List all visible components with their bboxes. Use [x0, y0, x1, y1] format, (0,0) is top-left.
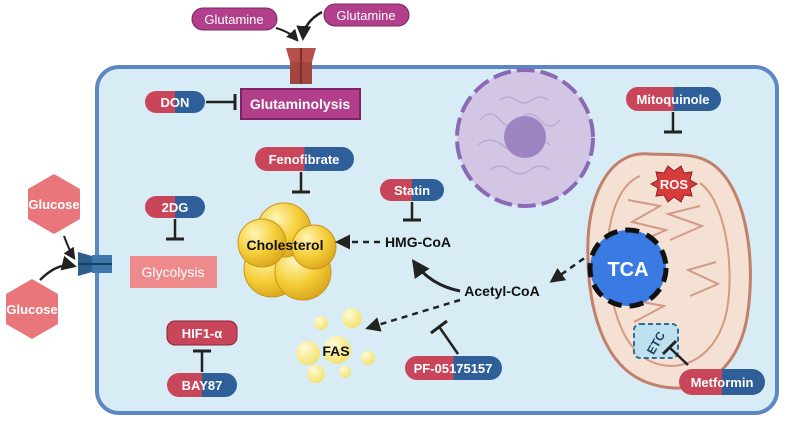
statin-pill: Statin — [380, 179, 444, 201]
hmg-coa-label: HMG-CoA — [385, 234, 451, 250]
fas-label: FAS — [322, 343, 349, 359]
acetyl-to-hmg-arrow — [411, 259, 461, 293]
hif1a-box: HIF1-α — [166, 320, 238, 346]
glucose-hexagon-2: Glucose — [6, 279, 58, 339]
glycolysis-label: Glycolysis — [141, 264, 204, 280]
etc-complex: ETC — [633, 323, 679, 359]
statin-label: Statin — [394, 183, 430, 198]
fas-droplets: FAS — [296, 308, 375, 383]
mitoquinole-pill: Mitoquinole — [626, 87, 721, 111]
ros-burst: ROS — [649, 165, 699, 203]
metformin-label: Metformin — [691, 375, 754, 390]
pf-pill: PF-05175157 — [405, 356, 502, 380]
pf-inhibition — [430, 319, 460, 355]
hif1a-label: HIF1-α — [182, 326, 223, 341]
fenofibrate-label: Fenofibrate — [269, 152, 340, 167]
don-inhibition — [206, 94, 237, 110]
twodg-pill: 2DG — [145, 196, 205, 218]
don-pill: DON — [145, 91, 205, 113]
twodg-inhibition — [166, 219, 184, 241]
mitoquinole-label: Mitoquinole — [637, 92, 710, 107]
twodg-label: 2DG — [162, 200, 189, 215]
cholesterol-droplets: Cholesterol — [237, 202, 337, 301]
acetyl-to-fas-arrow — [365, 298, 461, 332]
glucose-transporter — [78, 252, 112, 276]
tca-to-acetyl-arrow — [549, 250, 594, 283]
metformin-pill: Metformin — [679, 369, 765, 395]
glucose-label-1: Glucose — [28, 197, 79, 212]
statin-inhibition — [403, 202, 421, 222]
glutaminolysis-box: Glutaminolysis — [240, 88, 361, 120]
glucose-uptake-arrow — [39, 255, 77, 281]
mitoquinole-inhibition — [664, 112, 682, 134]
bay87-pill: BAY87 — [167, 373, 237, 397]
cholesterol-label: Cholesterol — [246, 237, 323, 253]
glutamine-label-2: Glutamine — [336, 8, 395, 23]
glycolysis-box: Glycolysis — [130, 256, 217, 288]
glutamine-uptake-arrow-2 — [275, 27, 299, 42]
tca-cycle: TCA — [587, 227, 669, 309]
glutamine-transporter — [286, 48, 316, 84]
acetyl-coa-label: Acetyl-CoA — [464, 283, 539, 299]
bay87-label: BAY87 — [182, 378, 223, 393]
nucleus — [455, 68, 595, 208]
fenofibrate-inhibition — [292, 172, 310, 194]
glucose-label-2: Glucose — [6, 302, 57, 317]
glutamine-uptake-arrow — [296, 10, 323, 41]
fenofibrate-pill: Fenofibrate — [255, 147, 354, 171]
don-label: DON — [161, 95, 190, 110]
glucose-uptake-arrow-2 — [63, 235, 76, 260]
glutamine-label-1: Glutamine — [204, 12, 263, 27]
glutaminolysis-label: Glutaminolysis — [250, 96, 351, 112]
glucose-hexagon-1: Glucose — [28, 174, 80, 234]
glutamine-badge-2: Glutamine — [323, 3, 410, 27]
bay87-inhibition — [193, 349, 211, 372]
ros-label: ROS — [660, 177, 689, 192]
metformin-inhibition — [661, 339, 689, 366]
pf-label: PF-05175157 — [414, 361, 493, 376]
tca-label: TCA — [607, 259, 648, 281]
glutamine-badge-1: Glutamine — [191, 7, 278, 31]
